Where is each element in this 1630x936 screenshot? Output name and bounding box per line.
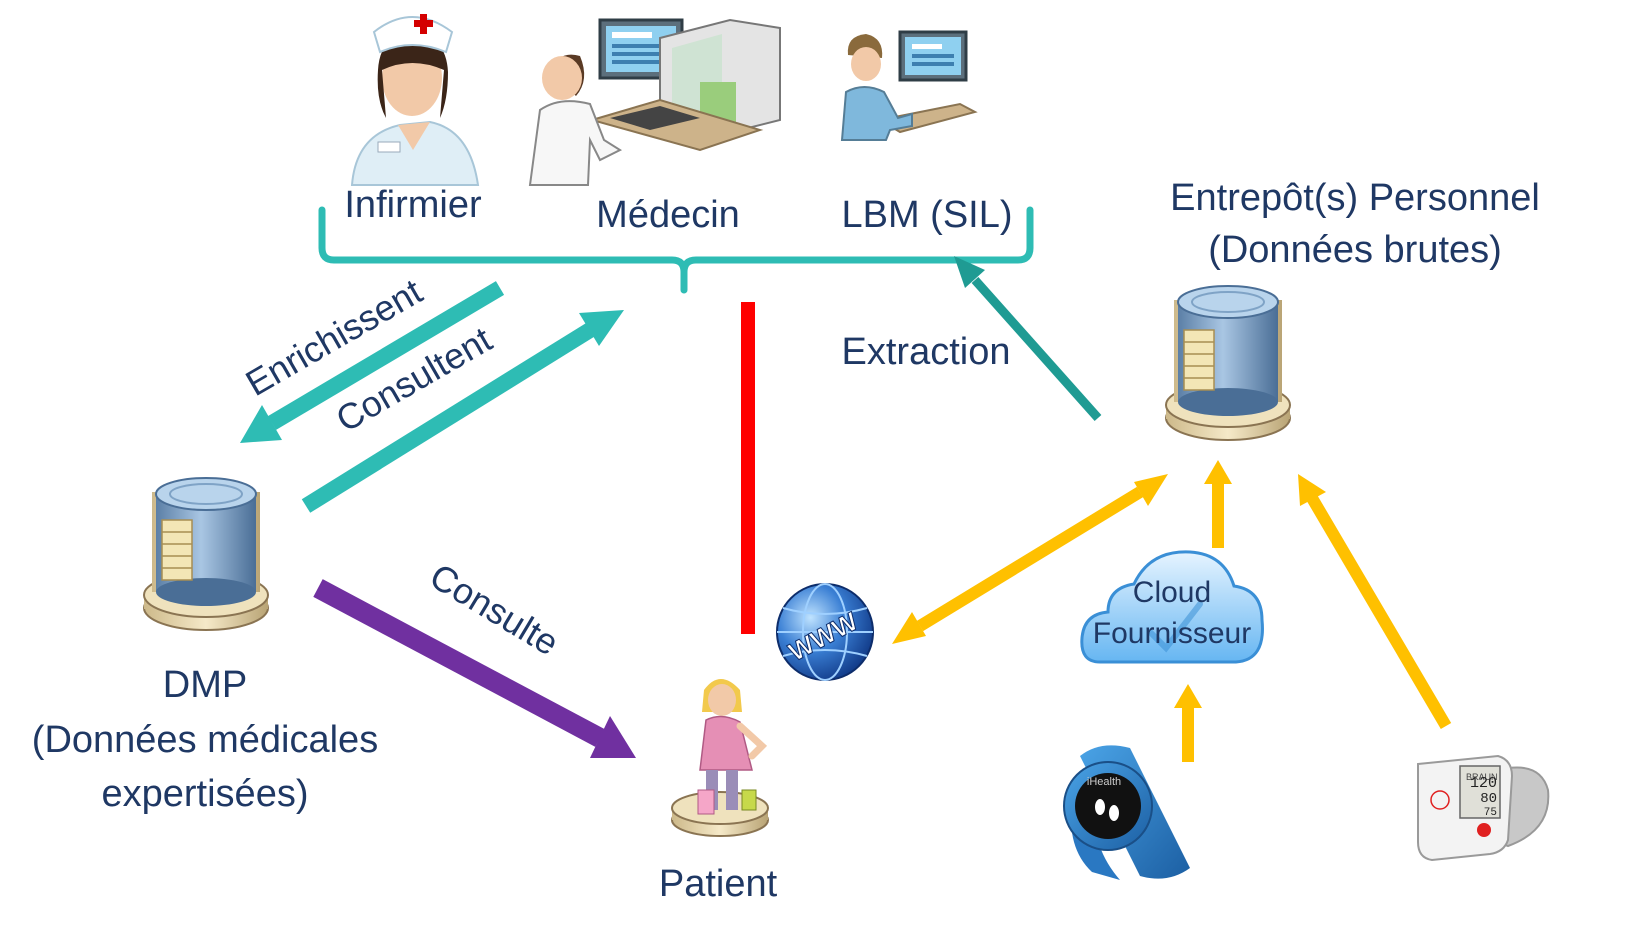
arrow-tracker-cloud	[1174, 684, 1202, 762]
nurse-label: Infirmier	[344, 184, 482, 226]
personal-store-title: Entrepôt(s) Personnel	[1170, 177, 1540, 219]
arrow-extraction-label: Extraction	[842, 331, 1011, 373]
patient-label: Patient	[659, 863, 778, 905]
bp-diastolic: 80	[1480, 791, 1497, 807]
lab-technician-illustration	[840, 30, 978, 141]
personal-store-database-icon	[1165, 285, 1291, 441]
arrow-cloud-store	[1204, 460, 1232, 548]
arrow-store-web	[892, 474, 1168, 644]
dmp-database-icon	[143, 477, 269, 631]
doctor-label: Médecin	[596, 194, 740, 236]
arrow-bp-store	[1298, 474, 1452, 730]
cloud-title: Cloud	[1133, 576, 1211, 609]
blood-pressure-monitor-icon: BRAUN 120 80 75	[1417, 754, 1550, 862]
dmp-subtitle-line1: (Données médicales	[32, 719, 378, 761]
professionals-brace	[318, 206, 1034, 294]
personal-store-subtitle: (Données brutes)	[1208, 229, 1502, 271]
tracker-brand: iHealth	[1087, 776, 1121, 788]
dmp-subtitle-line2: expertisées)	[102, 773, 309, 815]
bp-pulse: 75	[1484, 807, 1497, 819]
doctor-illustration	[528, 18, 781, 186]
arrow-enrich	[240, 281, 505, 443]
arrow-extraction	[954, 256, 1102, 421]
web-globe-icon: WWW	[776, 583, 874, 681]
bp-brand: BRAUN	[1466, 772, 1498, 782]
patient-illustration	[671, 679, 769, 837]
nurse-illustration	[350, 14, 480, 186]
bp-systolic: 120	[1470, 775, 1497, 792]
lab-label: LBM (SIL)	[841, 194, 1012, 236]
dmp-title: DMP	[163, 664, 247, 706]
arrow-consult-pro	[301, 310, 624, 513]
cloud-provider-icon	[1080, 550, 1264, 664]
arrow-consult-patient	[313, 579, 636, 758]
fitness-tracker-icon: iHealth	[1063, 745, 1190, 880]
cloud-subtitle: Fournisseur	[1093, 617, 1251, 650]
